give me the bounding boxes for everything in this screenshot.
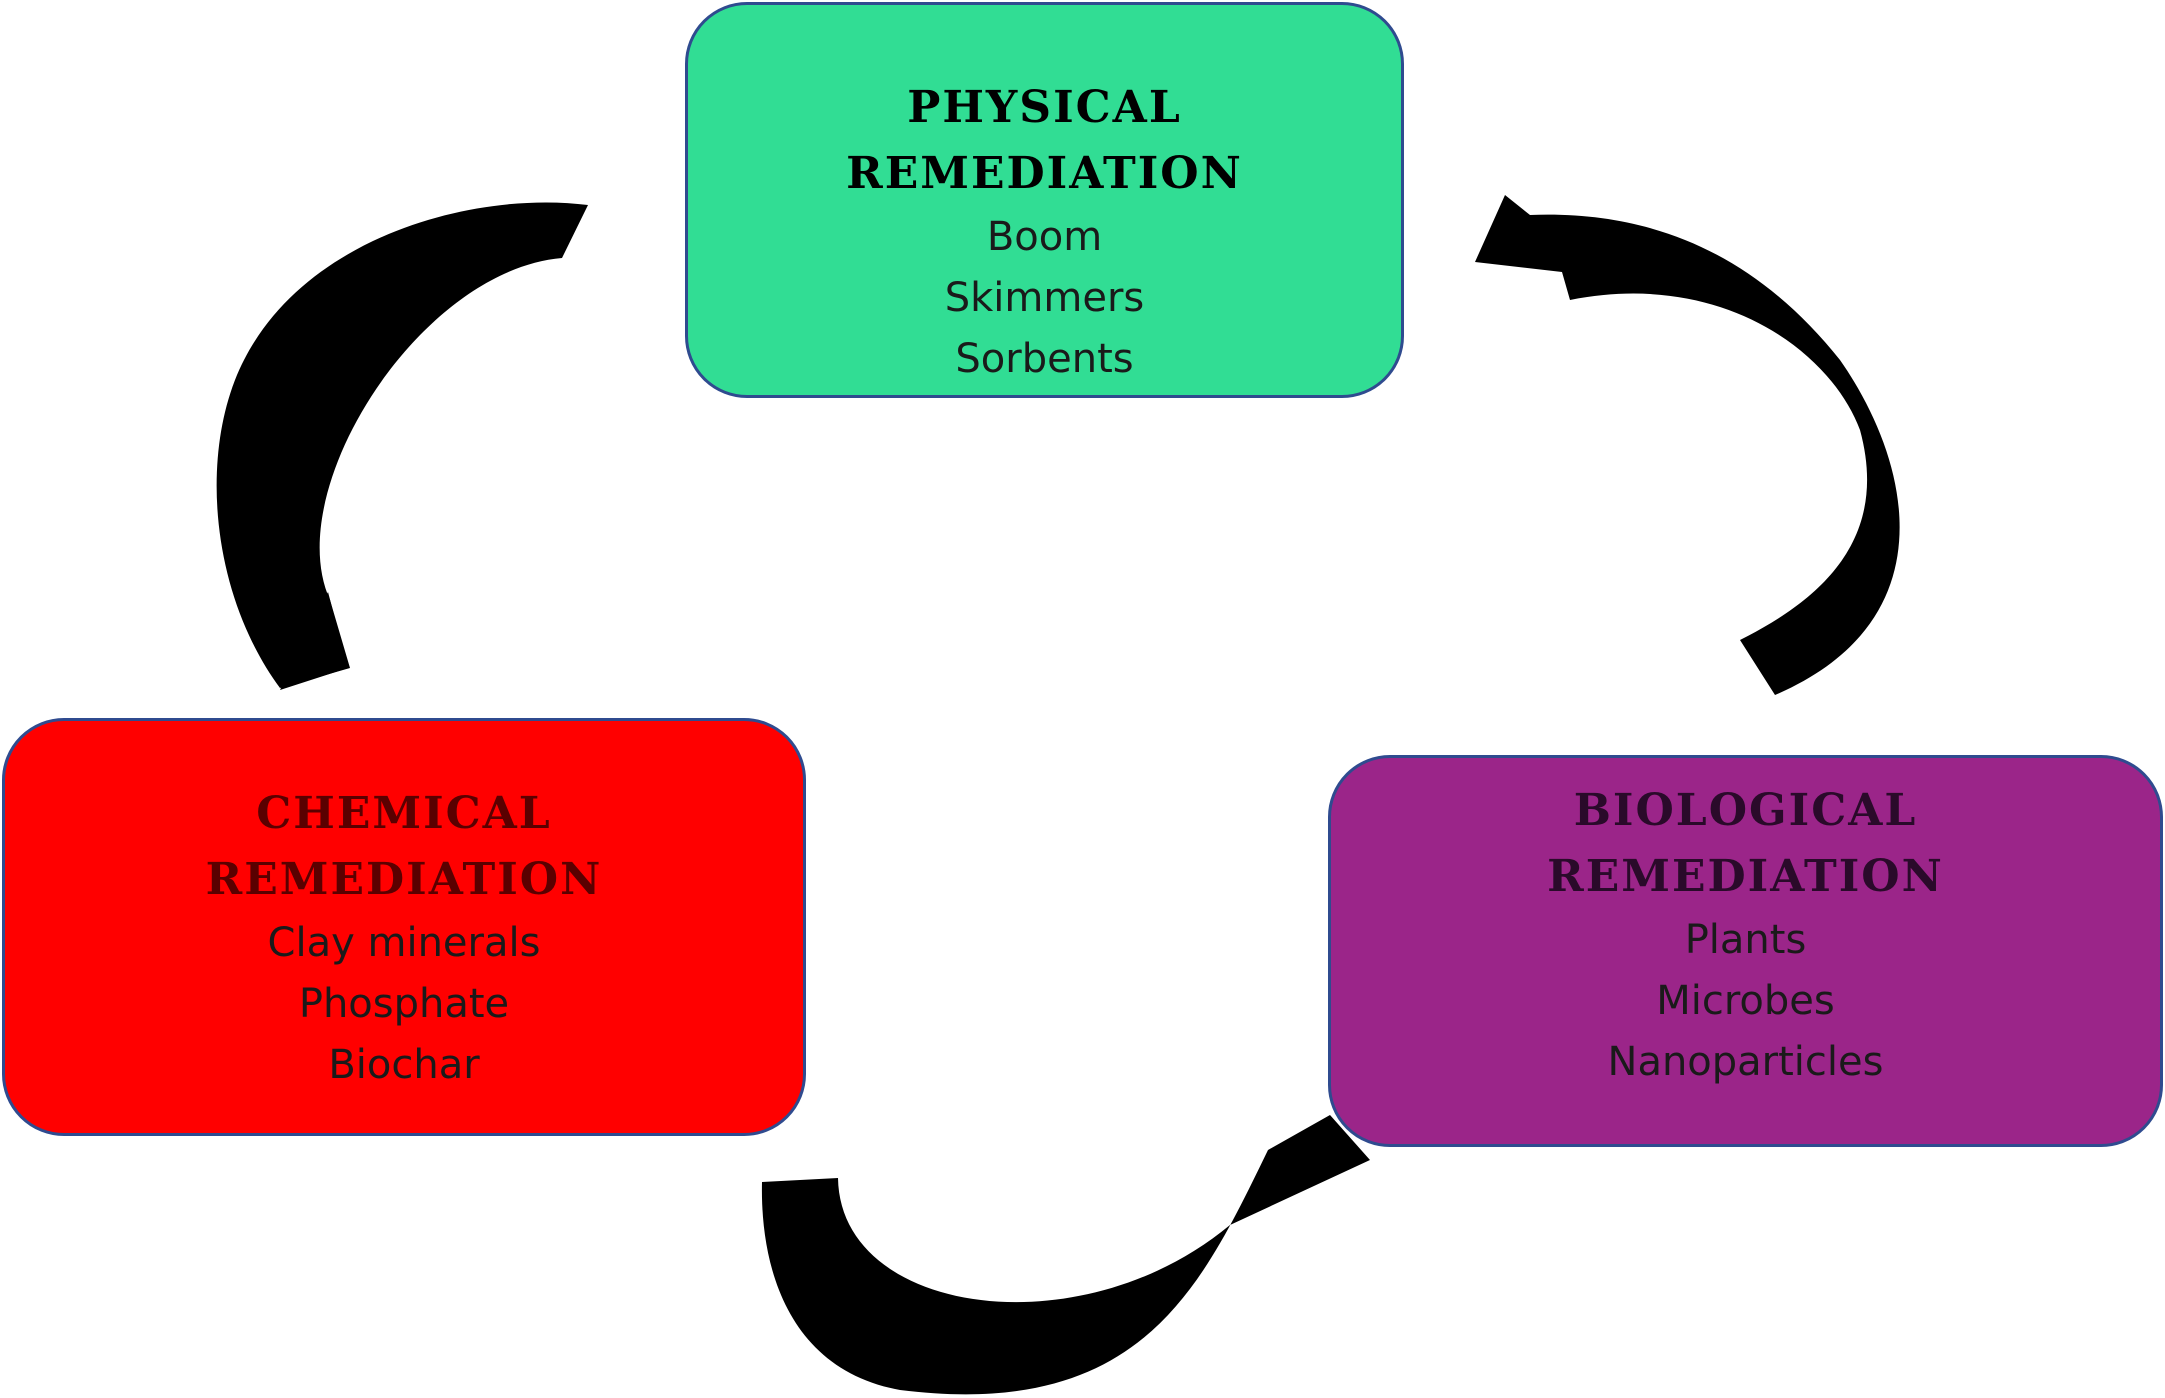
arrow-physical-to-chemical-head-icon <box>280 592 348 690</box>
physical-item: Boom <box>986 214 1103 260</box>
physical-remediation-box: PHYSICAL REMEDIATION Boom Skimmers Sorbe… <box>685 2 1404 398</box>
arrow-chemical-to-biological-icon <box>761 1115 1370 1395</box>
arrow-biological-to-physical-icon <box>1475 195 1900 695</box>
chemical-title-line1: CHEMICAL <box>256 788 552 839</box>
chemical-item: Clay minerals <box>267 920 541 966</box>
arrow-physical-to-chemical-icon <box>216 202 588 688</box>
chemical-item: Biochar <box>328 1042 480 1088</box>
biological-title-line2: REMEDIATION <box>1547 851 1944 902</box>
chemical-item: Phosphate <box>298 981 510 1027</box>
biological-item: Nanoparticles <box>1607 1039 1884 1085</box>
physical-item: Skimmers <box>944 275 1145 321</box>
chemical-title-line2: REMEDIATION <box>205 854 603 905</box>
biological-title-line1: BIOLOGICAL <box>1573 785 1918 836</box>
biological-item: Plants <box>1684 917 1807 963</box>
chemical-remediation-box: CHEMICAL REMEDIATION Clay minerals Phosp… <box>2 718 806 1136</box>
physical-item: Sorbents <box>955 336 1134 382</box>
biological-item: Microbes <box>1656 978 1835 1024</box>
physical-title-line2: REMEDIATION <box>846 148 1243 199</box>
physical-title-line1: PHYSICAL <box>907 82 1182 133</box>
biological-remediation-box: BIOLOGICAL REMEDIATION Plants Microbes N… <box>1328 755 2163 1147</box>
